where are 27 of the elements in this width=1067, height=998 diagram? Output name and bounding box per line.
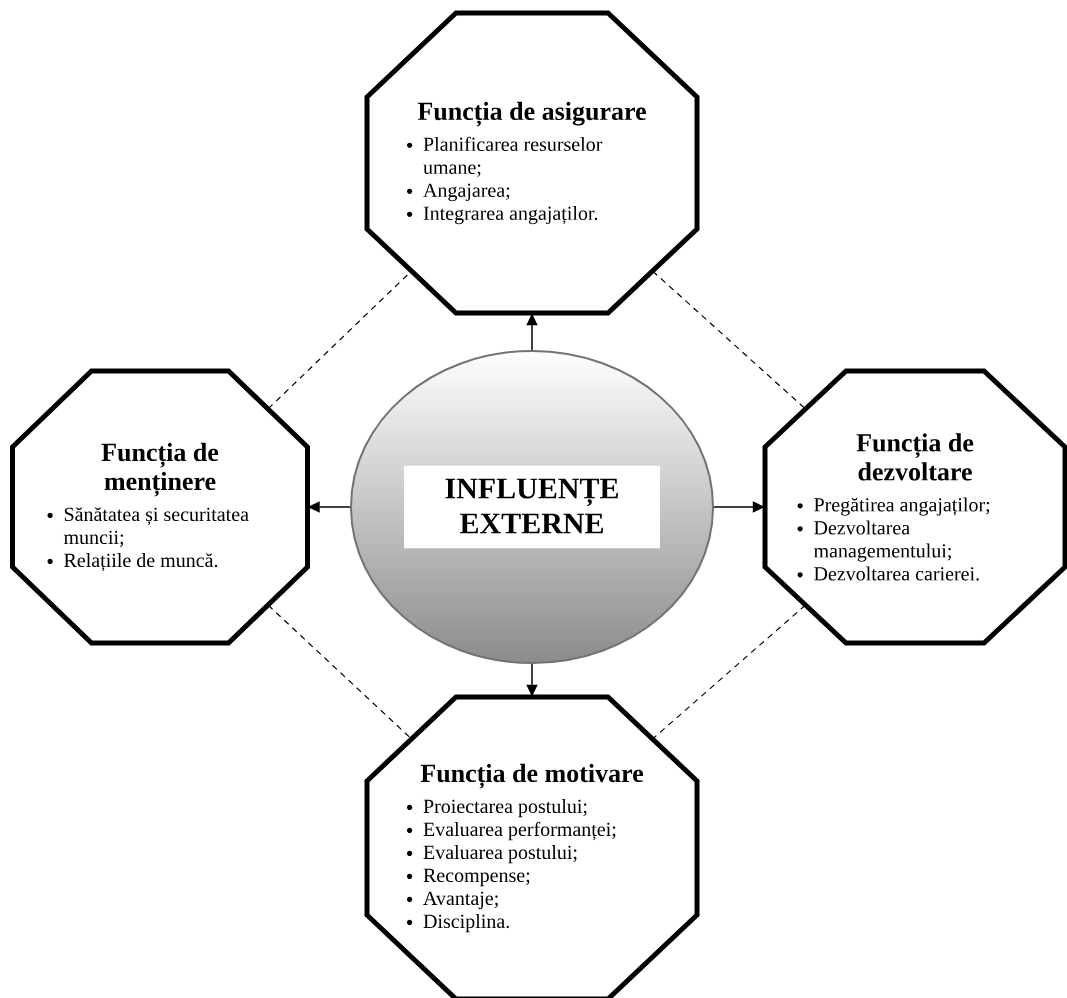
- dashed-line: [652, 270, 806, 410]
- bullet-item: Angajarea;: [407, 183, 510, 202]
- center-label: INFLUENȚE EXTERNE: [404, 465, 660, 549]
- ellipse: [350, 350, 715, 664]
- octagon-box: [762, 368, 1067, 646]
- dashed-line: [652, 604, 806, 740]
- heading: Funcția de asigurare: [417, 101, 646, 127]
- bullet-item: Evaluarea performanței;: [407, 821, 616, 841]
- dashed-line: [267, 604, 412, 740]
- bullet-item: Dezvoltarea carierei.: [797, 566, 979, 581]
- bullet-item: Recompense;: [407, 868, 530, 887]
- heading: Funcția de motivare: [420, 763, 644, 789]
- bullet-item: Avantaje;: [407, 891, 498, 910]
- heading: Funcția de menținere: [101, 442, 219, 497]
- octagon-box: [364, 694, 700, 998]
- octagon-box: [364, 10, 700, 316]
- bullet-item: Integrarea angajaților.: [407, 205, 598, 225]
- bullet-item: Relațiile de muncă.: [47, 553, 218, 572]
- bullet-item: Sănătatea și securitatea muncii;: [47, 507, 249, 547]
- bullet-item: Proiectarea postului;: [407, 799, 587, 818]
- bullet-item: Disciplina.: [407, 914, 509, 933]
- bullet-item: Pregătirea angajaților;: [797, 497, 990, 516]
- octagon-box: [10, 368, 310, 646]
- bullet-item: Dezvoltarea managementului;: [797, 520, 951, 562]
- bullet-item: Evaluarea postului;: [407, 845, 577, 864]
- heading: Funcția de dezvoltare: [856, 433, 974, 481]
- bullet-item: Planificarea resurselor umane;: [407, 136, 603, 177]
